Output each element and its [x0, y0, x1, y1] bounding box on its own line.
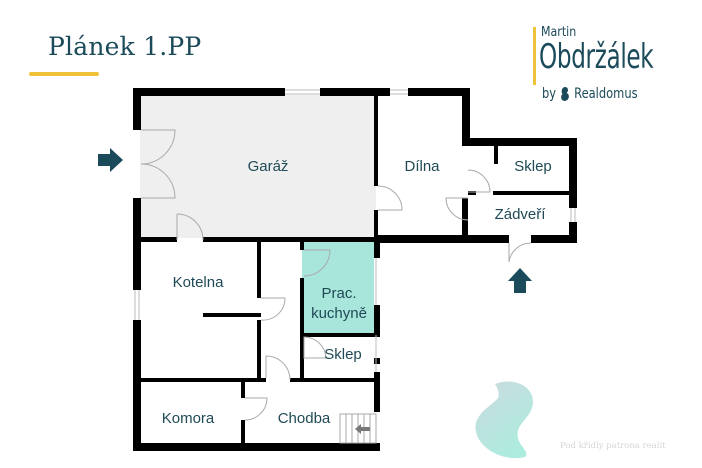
- logo-company: Realdomus: [574, 86, 638, 102]
- windows: [134, 89, 576, 372]
- room-label-kotelna: Kotelna: [173, 274, 225, 291]
- title-underline: [29, 72, 99, 76]
- logo-accent-bar: [533, 27, 536, 85]
- watermark-swirl-icon: [475, 381, 533, 459]
- page-title: Plánek 1.PP: [48, 32, 202, 61]
- walls: [133, 88, 577, 451]
- stairs-direction-arrow-icon: [355, 424, 370, 434]
- entrance-arrow-bottom-icon: [508, 268, 532, 293]
- room-label-komora: Komora: [162, 410, 215, 427]
- door-swings: [140, 129, 532, 421]
- room-label-chodba: Chodba: [278, 410, 331, 427]
- logo-last-name: Obdržálek: [539, 37, 654, 77]
- logo-byline: by Realdomus: [542, 86, 638, 102]
- logo-by-text: by: [542, 86, 557, 102]
- room-prac-kuchyne: [302, 240, 374, 333]
- room-label-dilna: Dílna: [404, 158, 440, 175]
- realdomus-swirl-icon: [561, 87, 570, 101]
- room-label-garaz: Garáž: [248, 158, 289, 175]
- room-label-sklep-2: Sklep: [324, 346, 362, 363]
- watermark-tagline: Pod křídly patrona realit: [560, 441, 666, 451]
- room-label-sklep-1: Sklep: [514, 158, 552, 175]
- room-label-zadveri: Zádveří: [495, 206, 547, 223]
- room-label-kuchyne: kuchyně: [311, 305, 367, 322]
- logo-first-name: Martin: [541, 25, 577, 40]
- room-label-prac: Prac.: [321, 285, 356, 302]
- entrance-arrow-left-icon: [98, 148, 123, 172]
